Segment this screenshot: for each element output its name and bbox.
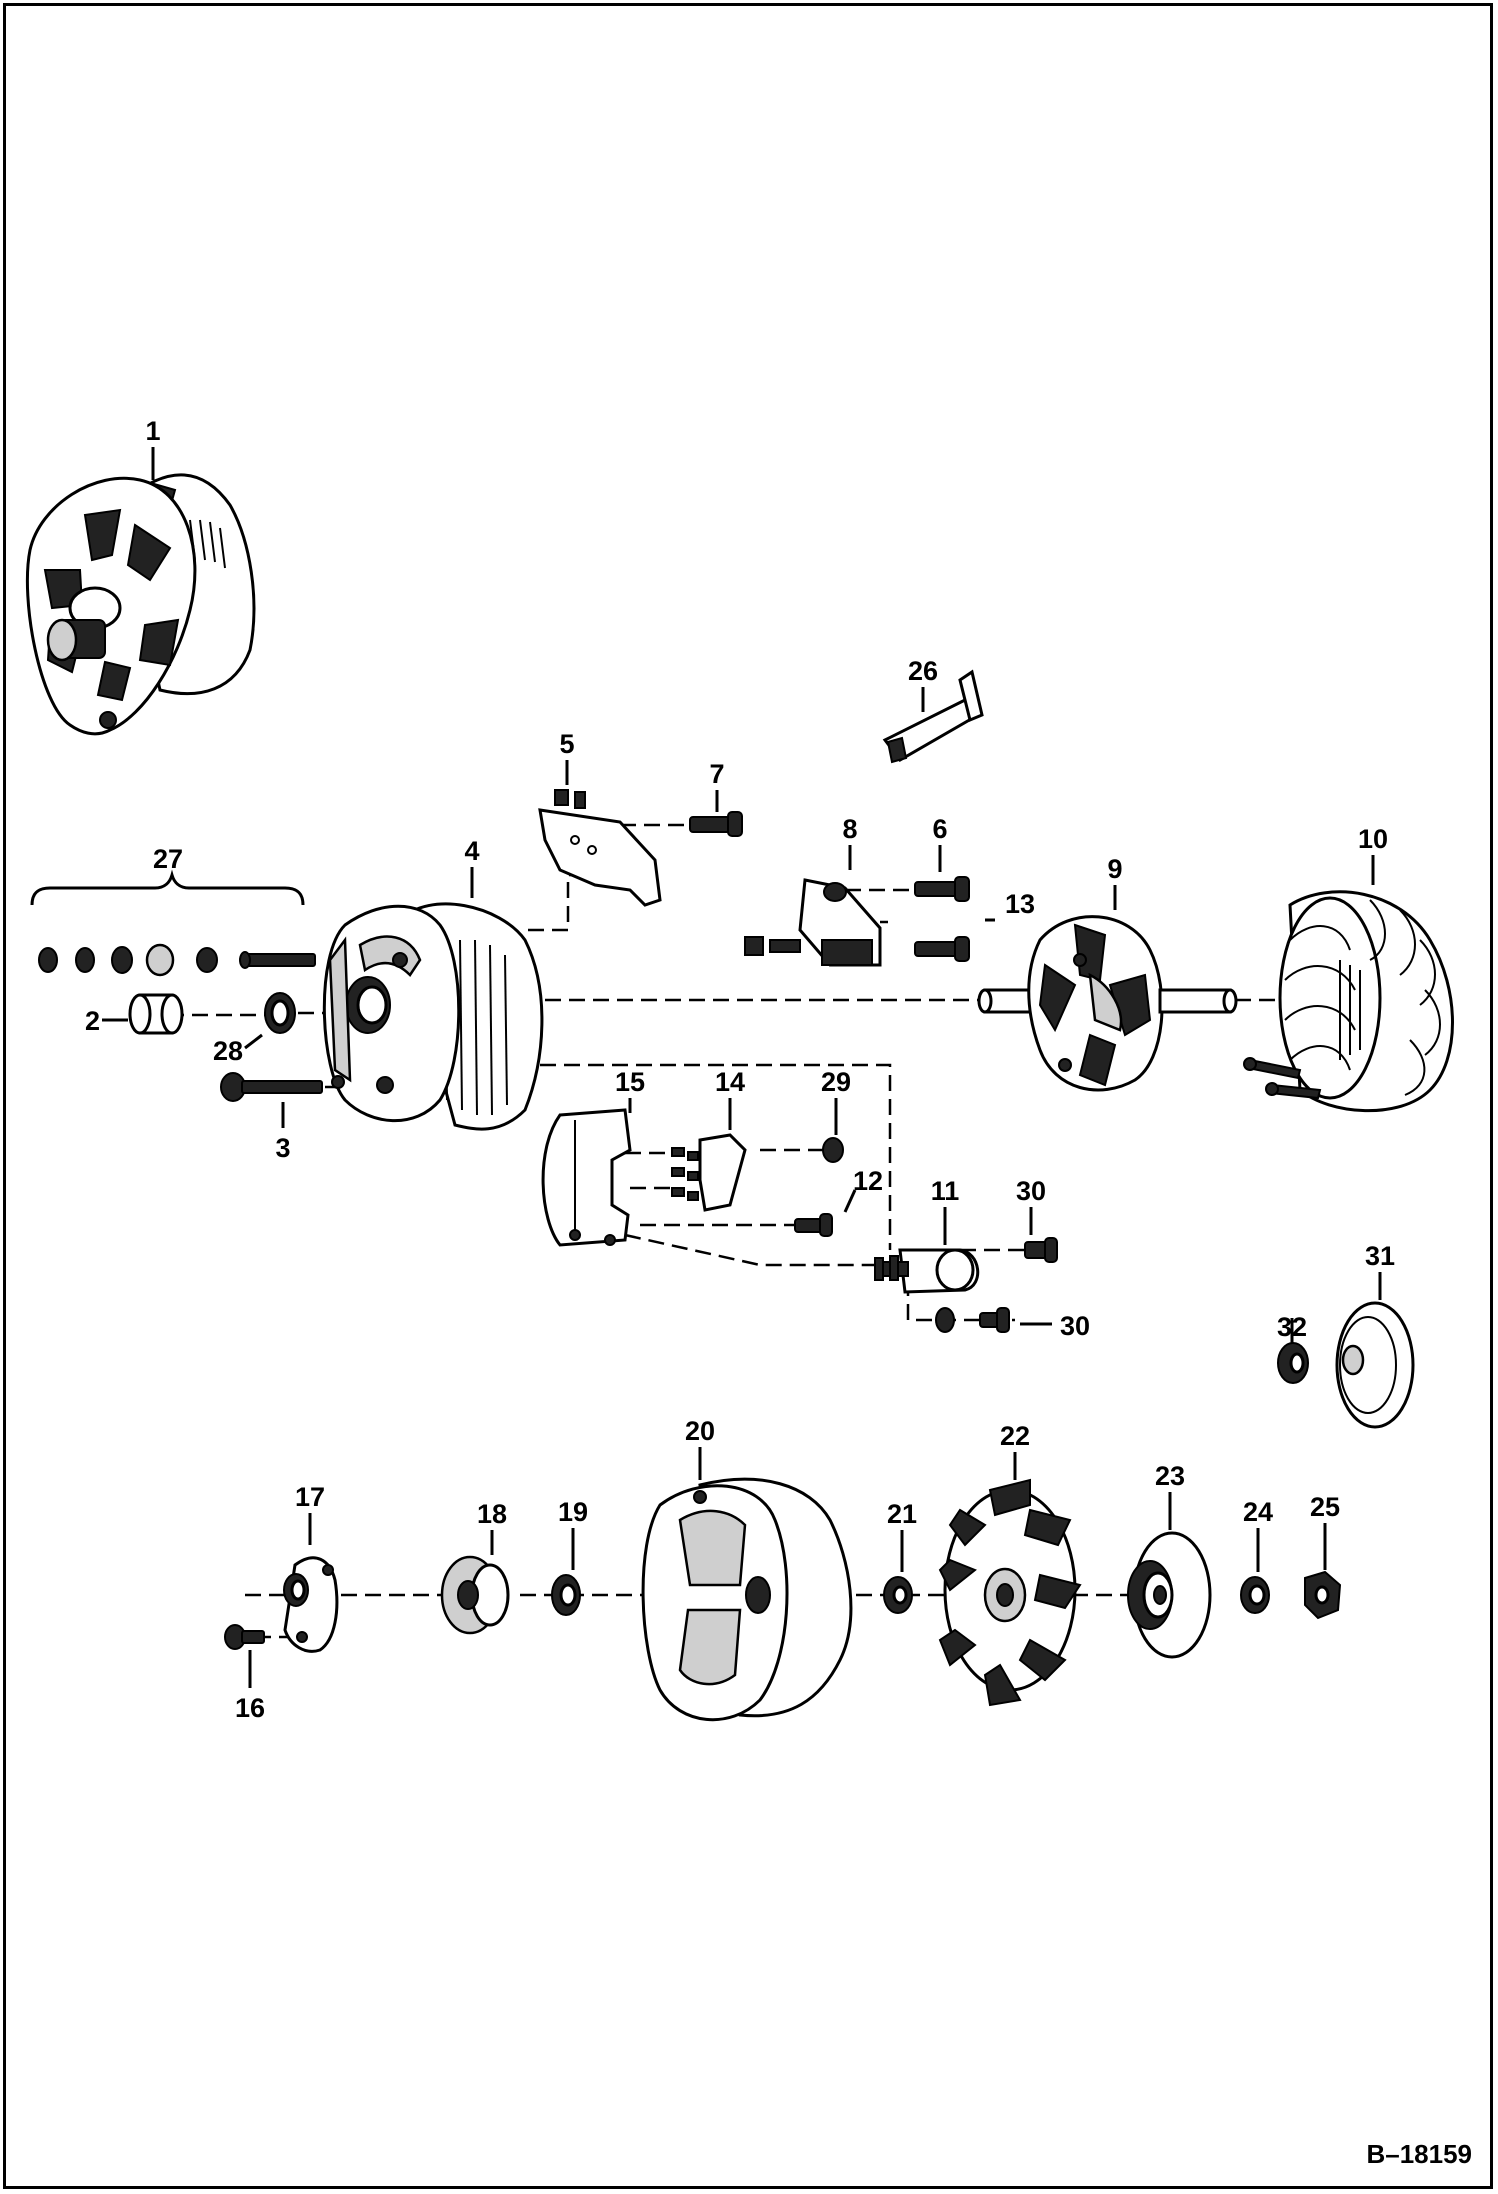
label-part-26: 26	[908, 656, 938, 686]
drawing-reference-number: B–18159	[1366, 2139, 1472, 2169]
label-part-2: 2	[85, 1006, 100, 1036]
label-part-19: 19	[558, 1497, 588, 1527]
label-part-1: 1	[145, 416, 160, 446]
leader-lines	[30, 447, 1382, 1688]
label-part-31: 31	[1365, 1241, 1395, 1271]
part-23-pulley	[1127, 1531, 1212, 1659]
label-part-27: 27	[153, 844, 183, 874]
label-part-3: 3	[275, 1133, 290, 1163]
part-16-screw	[224, 1624, 265, 1650]
part-14-diode-trio	[671, 1133, 747, 1212]
label-part-17: 17	[295, 1482, 325, 1512]
label-part-25: 25	[1310, 1492, 1340, 1522]
part-12-screw	[794, 1213, 833, 1237]
part-28-seal	[264, 992, 296, 1034]
label-part-22: 22	[1000, 1421, 1030, 1451]
part-17-retainer-plate	[283, 1556, 339, 1653]
drawing-border	[3, 3, 1493, 2189]
label-part-32: 32	[1277, 1312, 1307, 1342]
label-part-29: 29	[821, 1067, 851, 1097]
label-part-8: 8	[842, 814, 857, 844]
part-31-pulley	[1335, 1301, 1415, 1429]
part-1-alternator-assembly	[25, 473, 256, 736]
label-part-18: 18	[477, 1499, 507, 1529]
label-part-24: 24	[1243, 1497, 1273, 1527]
label-part-28: 28	[213, 1036, 243, 1066]
label-part-30-upper: 30	[1016, 1176, 1046, 1206]
label-part-23: 23	[1155, 1461, 1185, 1491]
part-8-brush-holder	[744, 878, 882, 967]
label-part-14: 14	[715, 1067, 745, 1097]
part-4-end-frame	[322, 902, 544, 1131]
label-part-21: 21	[887, 1499, 917, 1529]
part-2-bushing	[128, 993, 184, 1035]
part-15-rectifier	[541, 1108, 632, 1247]
part-19-collar	[551, 1574, 581, 1616]
label-part-4: 4	[464, 836, 479, 866]
label-part-9: 9	[1107, 854, 1122, 884]
part-9-rotor	[977, 915, 1238, 1092]
part-27-hardware-kit	[38, 943, 316, 977]
label-part-30-lower: 30	[1060, 1311, 1090, 1341]
label-part-6: 6	[932, 814, 947, 844]
part-labels: 1 2 3 4 5 6 7 8 9 10 11 12 13 14 15 16 1…	[85, 416, 1395, 1723]
part-10-stator	[1243, 890, 1454, 1113]
part-3-bolt	[220, 1072, 323, 1102]
part-22-fan	[938, 1478, 1082, 1707]
label-part-7: 7	[709, 759, 724, 789]
part-18-bearing	[440, 1555, 510, 1635]
label-part-13: 13	[1005, 889, 1035, 919]
part-32-nut	[1277, 1342, 1309, 1384]
label-part-15: 15	[615, 1067, 645, 1097]
part-26-bracket	[882, 669, 984, 764]
part-5-plate	[538, 789, 662, 907]
part-21-spacer	[883, 1576, 913, 1614]
part-20-drive-end-frame	[641, 1477, 853, 1722]
part-7-screw	[689, 811, 743, 837]
part-30-screw-upper	[1024, 1237, 1058, 1263]
label-part-11: 11	[931, 1176, 960, 1206]
label-part-5: 5	[559, 729, 574, 759]
part-29-nut	[822, 1137, 844, 1163]
part-11-regulator	[874, 1248, 980, 1294]
label-part-10: 10	[1358, 824, 1388, 854]
part-25-nut	[1304, 1570, 1342, 1620]
part-13-screw	[914, 936, 970, 962]
label-part-20: 20	[685, 1416, 715, 1446]
label-part-12: 12	[853, 1166, 883, 1196]
part-30-screw-lower	[935, 1307, 1010, 1333]
label-part-16: 16	[235, 1693, 265, 1723]
part-24-washer	[1240, 1576, 1270, 1614]
part-6-screw	[914, 876, 970, 902]
